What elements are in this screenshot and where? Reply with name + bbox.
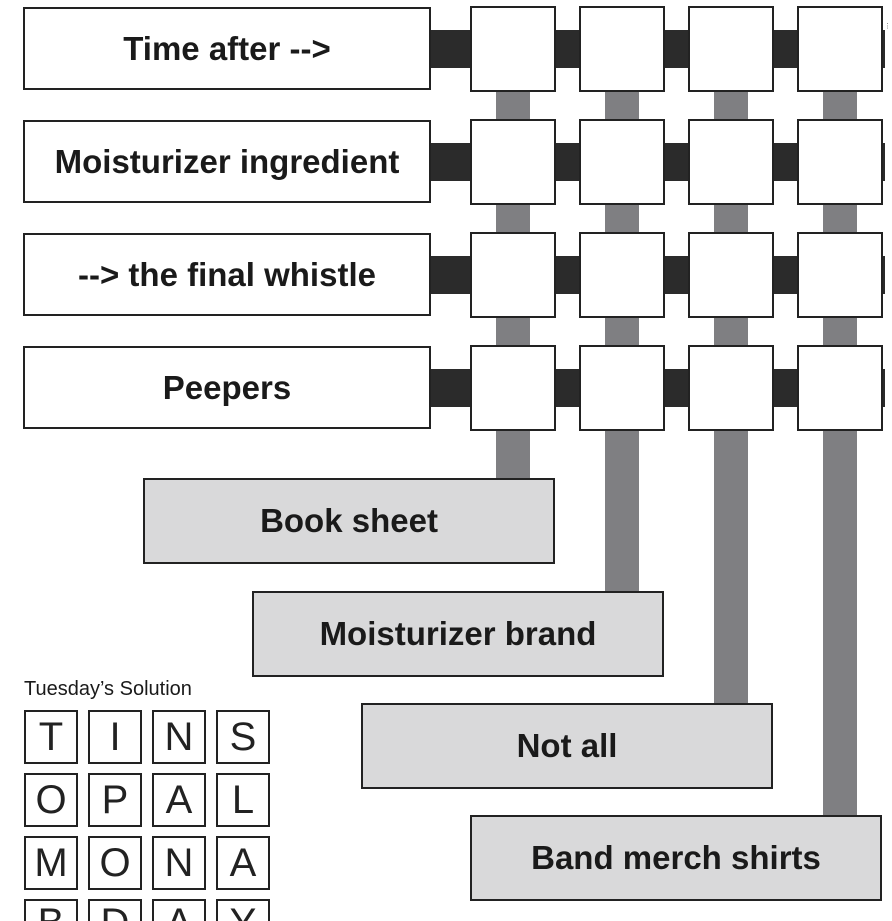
solution-cell: B: [24, 899, 78, 921]
solution-cell: N: [152, 836, 206, 890]
side-mark-decoration: ⋮: [884, 23, 891, 30]
grid-cell-r1c4[interactable]: [797, 6, 883, 92]
solution-cell: S: [216, 710, 270, 764]
solution-title: Tuesday’s Solution: [24, 678, 192, 700]
solution-cell: P: [88, 773, 142, 827]
solution-cell: I: [88, 710, 142, 764]
grid-cell-r3c4[interactable]: [797, 232, 883, 318]
grid-cell-r1c2[interactable]: [579, 6, 665, 92]
solution-cell: O: [88, 836, 142, 890]
grid-cell-r3c1[interactable]: [470, 232, 556, 318]
solution-cell: A: [216, 836, 270, 890]
row-clue-4: Peepers: [23, 346, 431, 429]
grid-cell-r2c4[interactable]: [797, 119, 883, 205]
solution-cell: N: [152, 710, 206, 764]
column-clue-3: Not all: [361, 703, 773, 789]
row-clue-1: Time after -->: [23, 7, 431, 90]
grid-cell-r1c3[interactable]: [688, 6, 774, 92]
solution-cell: M: [24, 836, 78, 890]
column-clue-2: Moisturizer brand: [252, 591, 664, 677]
grid-cell-r1c1[interactable]: [470, 6, 556, 92]
grid-cell-r4c4[interactable]: [797, 345, 883, 431]
row-clue-2: Moisturizer ingredient: [23, 120, 431, 203]
solution-cell: L: [216, 773, 270, 827]
grid-cell-r4c2[interactable]: [579, 345, 665, 431]
solution-cell: A: [152, 773, 206, 827]
grid-cell-r4c3[interactable]: [688, 345, 774, 431]
grid-cell-r2c3[interactable]: [688, 119, 774, 205]
column-clue-4: Band merch shirts: [470, 815, 882, 901]
grid-cell-r2c2[interactable]: [579, 119, 665, 205]
solution-cell: A: [152, 899, 206, 921]
column-clue-1: Book sheet: [143, 478, 555, 564]
grid-cell-r2c1[interactable]: [470, 119, 556, 205]
row-clue-3: --> the final whistle: [23, 233, 431, 316]
grid-cell-r4c1[interactable]: [470, 345, 556, 431]
solution-cell: O: [24, 773, 78, 827]
grid-cell-r3c2[interactable]: [579, 232, 665, 318]
solution-cell: T: [24, 710, 78, 764]
solution-cell: Y: [216, 899, 270, 921]
solution-cell: D: [88, 899, 142, 921]
grid-cell-r3c3[interactable]: [688, 232, 774, 318]
